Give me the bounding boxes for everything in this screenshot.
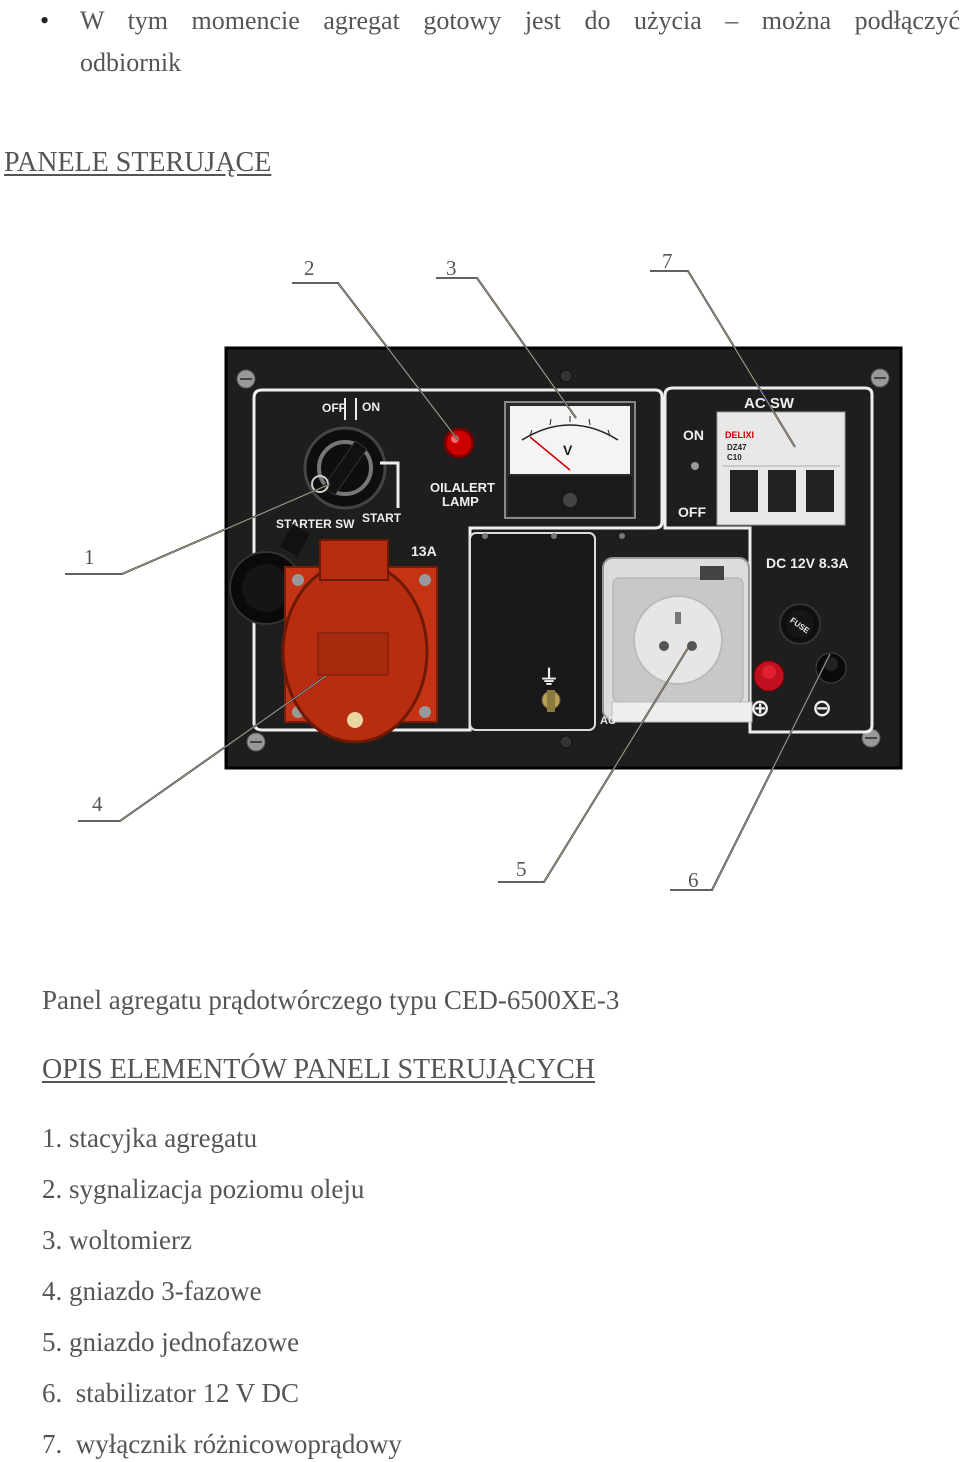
breaker-on-label: ON — [683, 427, 704, 443]
list-item: 2. sygnalizacja poziomu oleju — [42, 1174, 365, 1204]
c10-label: C10 — [727, 453, 742, 462]
starter-sw-label: STARTER SW — [276, 517, 355, 531]
minus-symbol: ⊖ — [812, 695, 832, 722]
list-item: 4. gniazdo 3-fazowe — [42, 1276, 262, 1306]
bullet-icon: • — [40, 6, 50, 35]
off-label: OFF — [322, 401, 346, 415]
oil-alert-label: OILALERT — [430, 480, 495, 495]
volt-symbol: V — [563, 442, 573, 458]
list-heading: OPIS ELEMENTÓW PANELI STERUJĄCYCH — [42, 1054, 596, 1085]
callout-7: 7 — [662, 249, 673, 273]
amp-13-label: 13A — [411, 543, 437, 559]
section-heading: PANELE STERUJĄCE — [4, 147, 272, 178]
control-panel-image: OFF ON STARTER SW START OILALERT LAMP V … — [65, 270, 903, 891]
screw-icon — [236, 368, 890, 752]
single-phase-socket-icon — [602, 557, 753, 723]
ground-terminal-icon — [482, 533, 625, 712]
callout-2: 2 — [304, 256, 315, 280]
callout-6: 6 — [688, 868, 699, 892]
oil-alert-lamp-icon — [443, 427, 475, 459]
list-item: 3. woltomierz — [42, 1225, 192, 1255]
dc-positive-terminal-icon — [753, 660, 785, 692]
intro-line-1: W tym momencie agregat gotowy jest do uż… — [80, 6, 960, 35]
breaker-off-label: OFF — [678, 504, 706, 520]
callout-3: 3 — [446, 256, 457, 280]
dc-negative-terminal-icon — [815, 652, 847, 684]
ground-symbol: ⏚ — [539, 666, 559, 689]
fuse-icon — [779, 603, 821, 645]
delixi-label: DELIXI — [725, 430, 754, 440]
callout-4: 4 — [92, 792, 103, 816]
lamp-label: LAMP — [442, 494, 479, 509]
on-label: ON — [362, 400, 380, 414]
ac-label: AC — [600, 715, 616, 727]
key-switch-icon — [303, 426, 387, 510]
image-caption: Panel agregatu prądotwórczego typu CED-6… — [42, 985, 620, 1015]
dz47-label: DZ47 — [727, 443, 747, 452]
list-item: 5. gniazdo jednofazowe — [42, 1327, 300, 1357]
callout-5: 5 — [516, 857, 527, 881]
dc-label: DC 12V 8.3A — [766, 555, 848, 571]
list-item: 7. wyłącznik różnicowoprądowy — [42, 1429, 402, 1459]
plus-symbol: ⊕ — [750, 695, 770, 722]
intro-line-2: odbiornik — [80, 48, 182, 77]
callout-1: 1 — [84, 545, 95, 569]
callout-leader-lines — [65, 270, 831, 891]
start-label: START — [362, 511, 402, 525]
list-item: 1. stacyjka agregatu — [42, 1123, 258, 1153]
circuit-breaker-icon — [716, 411, 846, 526]
three-phase-socket-icon — [281, 539, 438, 744]
list-item: 6. stabilizator 12 V DC — [42, 1378, 299, 1408]
voltmeter-icon — [504, 401, 636, 519]
